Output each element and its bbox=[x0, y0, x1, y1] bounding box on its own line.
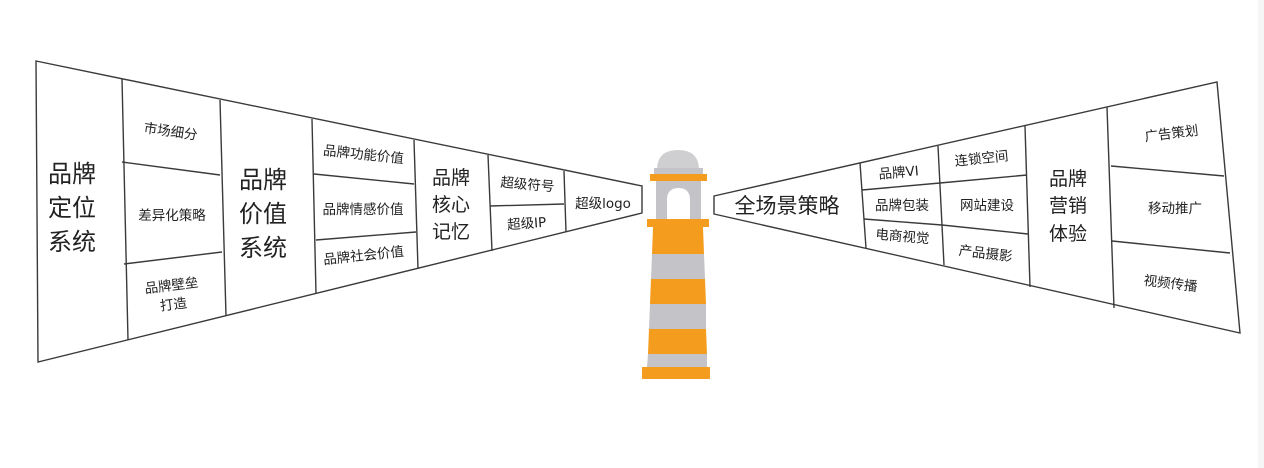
item-super-ip: 超级IP bbox=[507, 215, 547, 234]
item-functional-value: 品牌功能价值 bbox=[322, 142, 404, 167]
item-super-symbol: 超级符号 bbox=[500, 175, 555, 196]
left-divider-5 bbox=[487, 154, 493, 252]
right-edge-strip bbox=[1258, 0, 1264, 468]
lighthouse-base bbox=[642, 367, 710, 379]
experience-title-3: 体验 bbox=[1049, 223, 1087, 245]
tower-stripe-gray bbox=[649, 304, 706, 329]
experience-title-1: 品牌 bbox=[1049, 168, 1087, 190]
item-brand-barrier-2: 打造 bbox=[159, 294, 188, 314]
item-ecommerce-visual: 电商视觉 bbox=[875, 227, 930, 248]
right-row-divider bbox=[941, 224, 1029, 235]
lighthouse-dome-base bbox=[654, 168, 703, 174]
left-divider-6 bbox=[563, 170, 567, 233]
item-super-logo: 超级logo bbox=[575, 196, 631, 212]
right-fan bbox=[713, 81, 1241, 334]
core-memory: 品牌 核心 记忆 超级符号 超级IP 超级logo bbox=[432, 167, 631, 243]
right-divider-3 bbox=[1024, 125, 1031, 288]
item-brand-barrier-1: 品牌壁垒 bbox=[144, 274, 200, 297]
right-row-divider bbox=[1110, 165, 1225, 177]
left-divider-4 bbox=[413, 139, 419, 270]
positioning-title-1: 品牌 bbox=[48, 160, 96, 188]
left-row-divider bbox=[313, 173, 415, 185]
left-row-divider bbox=[123, 251, 223, 265]
right-row-divider bbox=[1111, 240, 1231, 254]
tower-stripe-orange bbox=[650, 279, 706, 304]
right-col-2: 连锁空间 网站建设 产品摄影 bbox=[954, 148, 1014, 265]
item-brand-vi: 品牌VI bbox=[878, 162, 920, 182]
value-title-1: 品牌 bbox=[239, 166, 287, 194]
marketing-experience: 品牌 营销 体验 广告策划 移动推广 视频传播 bbox=[1049, 122, 1202, 296]
positioning-system: 品牌 定位 系统 市场细分 差异化策略 品牌壁垒 打造 bbox=[48, 119, 206, 314]
item-market-segmentation: 市场细分 bbox=[143, 119, 199, 143]
lighthouse-dome bbox=[657, 150, 699, 170]
positioning-title-3: 系统 bbox=[48, 228, 96, 256]
right-row-divider bbox=[939, 174, 1028, 184]
positioning-title-2: 定位 bbox=[48, 194, 96, 222]
right-row-divider bbox=[861, 182, 941, 191]
left-row-divider bbox=[121, 161, 221, 176]
item-emotional-value: 品牌情感价值 bbox=[323, 201, 404, 218]
item-video-spread: 视频传播 bbox=[1143, 273, 1199, 296]
left-divider-2 bbox=[219, 99, 227, 317]
left-row-divider bbox=[489, 203, 565, 207]
tower-stripe-orange bbox=[652, 227, 704, 254]
item-chain-space: 连锁空间 bbox=[954, 148, 1009, 170]
right-row-divider bbox=[863, 218, 943, 226]
left-fan-outline bbox=[35, 60, 643, 363]
memory-title-1: 品牌 bbox=[432, 167, 470, 189]
full-scene-strategy: 全场景策略 bbox=[735, 194, 840, 218]
tower-stripe-gray bbox=[651, 254, 705, 279]
left-row-divider bbox=[315, 231, 417, 241]
right-divider-2 bbox=[937, 145, 945, 266]
item-mobile-promotion: 移动推广 bbox=[1148, 201, 1202, 217]
lighthouse-top-band bbox=[650, 174, 707, 181]
experience-title-2: 营销 bbox=[1049, 195, 1087, 217]
left-fan bbox=[35, 60, 643, 363]
left-divider-1 bbox=[121, 78, 129, 341]
tower-stripe-gray bbox=[647, 354, 707, 367]
right-fan-outline bbox=[713, 81, 1241, 334]
right-col-1: 品牌VI 品牌包装 电商视觉 bbox=[875, 162, 930, 247]
item-social-value: 品牌社会价值 bbox=[322, 243, 404, 268]
lighthouse-window bbox=[667, 188, 690, 221]
item-website-build: 网站建设 bbox=[960, 198, 1014, 214]
right-divider-4 bbox=[1106, 106, 1115, 309]
memory-title-3: 记忆 bbox=[432, 221, 470, 243]
value-system: 品牌 价值 系统 品牌功能价值 品牌情感价值 品牌社会价值 bbox=[239, 142, 405, 268]
left-divider-3 bbox=[311, 118, 317, 295]
lighthouse-gallery bbox=[647, 219, 709, 227]
memory-title-2: 核心 bbox=[432, 194, 470, 216]
tower-stripe-orange bbox=[648, 329, 707, 354]
lighthouse bbox=[642, 150, 710, 379]
item-differentiation: 差异化策略 bbox=[138, 207, 206, 224]
value-title-3: 系统 bbox=[239, 234, 287, 262]
item-product-photo: 产品摄影 bbox=[958, 243, 1014, 265]
value-title-2: 价值 bbox=[239, 200, 287, 228]
right-divider-1 bbox=[859, 162, 867, 249]
item-ad-planning: 广告策划 bbox=[1144, 122, 1200, 145]
item-brand-packaging: 品牌包装 bbox=[875, 197, 929, 214]
